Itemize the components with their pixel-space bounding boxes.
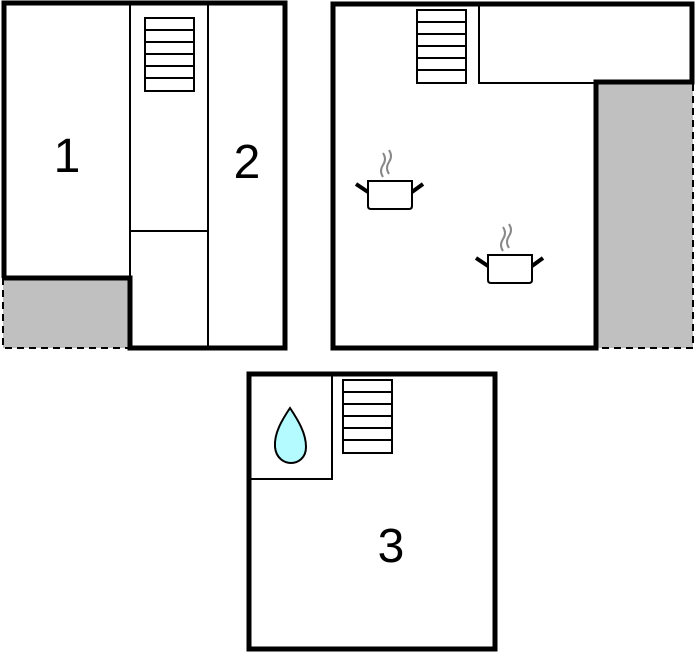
terrace-area xyxy=(3,278,130,348)
water-drop-icon xyxy=(273,406,308,465)
stairs-icon xyxy=(416,9,467,84)
floor-plan-bottom: 3 xyxy=(246,371,498,652)
stairs-icon xyxy=(342,379,393,454)
cooking-pot-icon xyxy=(474,222,545,285)
room-label-3: 3 xyxy=(378,520,405,573)
room-label-1: 1 xyxy=(54,130,81,183)
floor-plan-right xyxy=(330,1,695,351)
stairs-icon xyxy=(144,17,195,92)
room-label-2: 2 xyxy=(234,136,261,189)
terrace-area xyxy=(596,84,693,348)
floor-plan-left: 1 2 xyxy=(1,0,288,351)
cooking-pot-icon xyxy=(354,148,425,211)
